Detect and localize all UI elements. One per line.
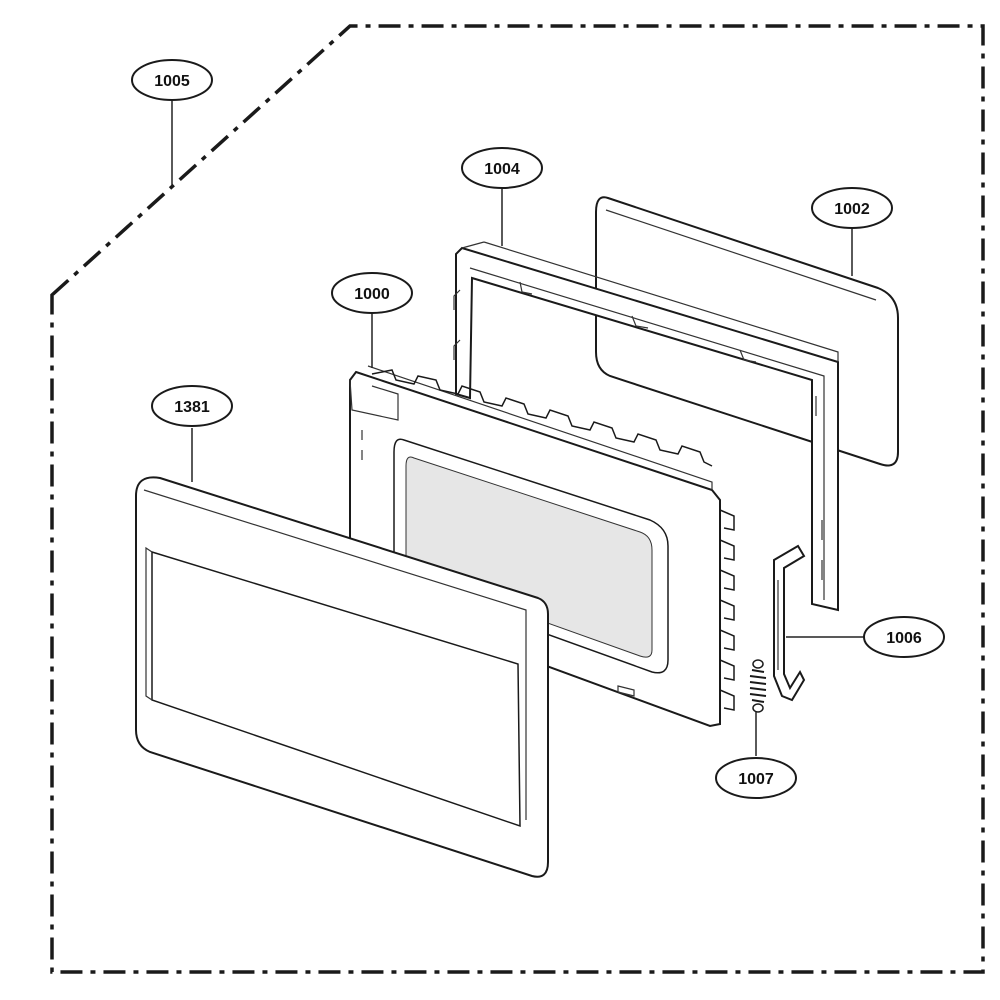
callout-1000-label: 1000 <box>354 286 390 303</box>
part-1007-spring <box>749 659 767 713</box>
part-1004-rear-frame <box>453 241 839 612</box>
callout-1006: 1006 <box>863 616 945 658</box>
part-1381-door-front <box>135 476 549 878</box>
callout-1000: 1000 <box>331 272 413 314</box>
callout-1007-label: 1007 <box>738 771 774 788</box>
callout-1002-label: 1002 <box>834 201 870 218</box>
callout-1006-label: 1006 <box>886 630 922 647</box>
callout-1007: 1007 <box>715 757 797 799</box>
callout-1002: 1002 <box>811 187 893 229</box>
callout-1004-label: 1004 <box>484 161 520 178</box>
callout-1005-label: 1005 <box>154 73 190 90</box>
part-1000-door-inner-frame <box>349 365 735 728</box>
callout-1381: 1381 <box>151 385 233 427</box>
callout-1005: 1005 <box>131 59 213 101</box>
callout-1004: 1004 <box>461 147 543 189</box>
assembly-boundary-1005 <box>50 24 985 974</box>
callout-1381-label: 1381 <box>174 399 210 416</box>
part-1006-latch-hook <box>773 544 806 702</box>
